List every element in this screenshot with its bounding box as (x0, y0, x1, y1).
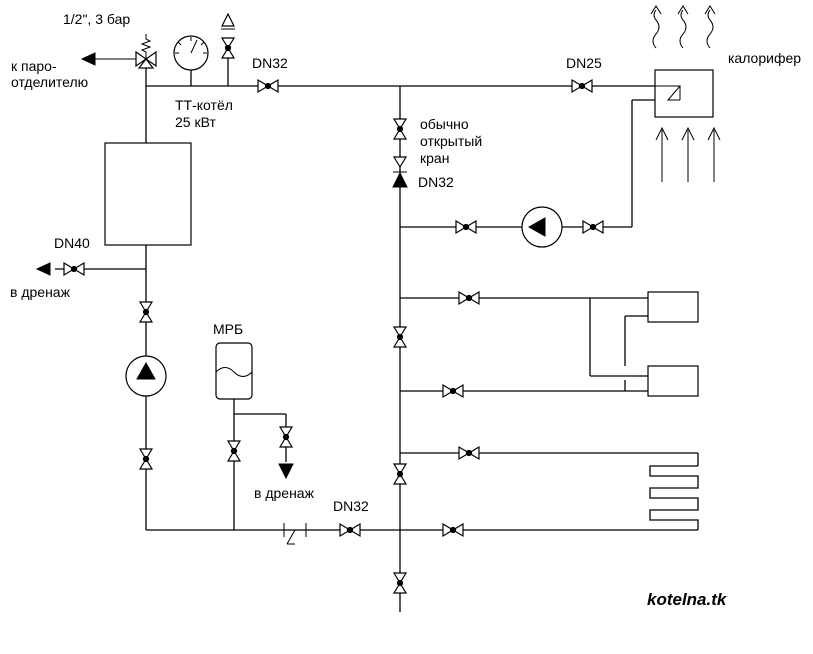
radiator-lower (647, 365, 699, 397)
normally-open-label-line3: кран (420, 150, 450, 166)
expansion-tank-label: МРБ (213, 321, 244, 337)
relief-valve-label: 1/2", 3 бар (63, 11, 131, 27)
boiler-pump-icon (125, 355, 167, 397)
dn32-top-label: DN32 (252, 55, 288, 71)
drain-bottom-label: в дренаж (254, 485, 314, 501)
radiator-upper (647, 291, 699, 323)
air-vent-icon (221, 12, 235, 30)
safety-relief-valve (80, 34, 157, 69)
dn25-label: DN25 (566, 55, 602, 71)
solid-fuel-boiler (104, 142, 192, 246)
underfloor-loop (649, 465, 699, 530)
heater-pump-icon (521, 206, 563, 248)
heater-label: калорифер (728, 50, 802, 66)
boiler-label-line1: ТТ-котёл (175, 97, 233, 113)
site-brand: kotelna.tk (647, 590, 727, 609)
dn40-label: DN40 (54, 235, 90, 251)
horizontal-valves (63, 78, 604, 538)
drain-left-arrow-icon (35, 262, 51, 276)
strainer-icon (283, 523, 307, 545)
boiler-label-line2: 25 кВт (175, 114, 216, 130)
dn32-check-label: DN32 (418, 174, 454, 190)
drain-left-label: в дренаж (10, 284, 70, 300)
drain-arrow-icon (278, 463, 294, 480)
to-separator-label-line2: отделителю (11, 74, 89, 90)
pipes (55, 40, 699, 612)
normally-open-label-line1: обычно (420, 116, 469, 132)
pressure-gauge-icon (173, 35, 209, 71)
normally-open-label-line2: открытый (420, 133, 483, 149)
air-heater (650, 5, 721, 182)
expansion-tank (215, 342, 253, 400)
check-valve (392, 156, 408, 188)
to-separator-label-line1: к паро- (11, 58, 57, 74)
dn32-bottom-label: DN32 (333, 498, 369, 514)
vertical-valves (138, 37, 408, 594)
